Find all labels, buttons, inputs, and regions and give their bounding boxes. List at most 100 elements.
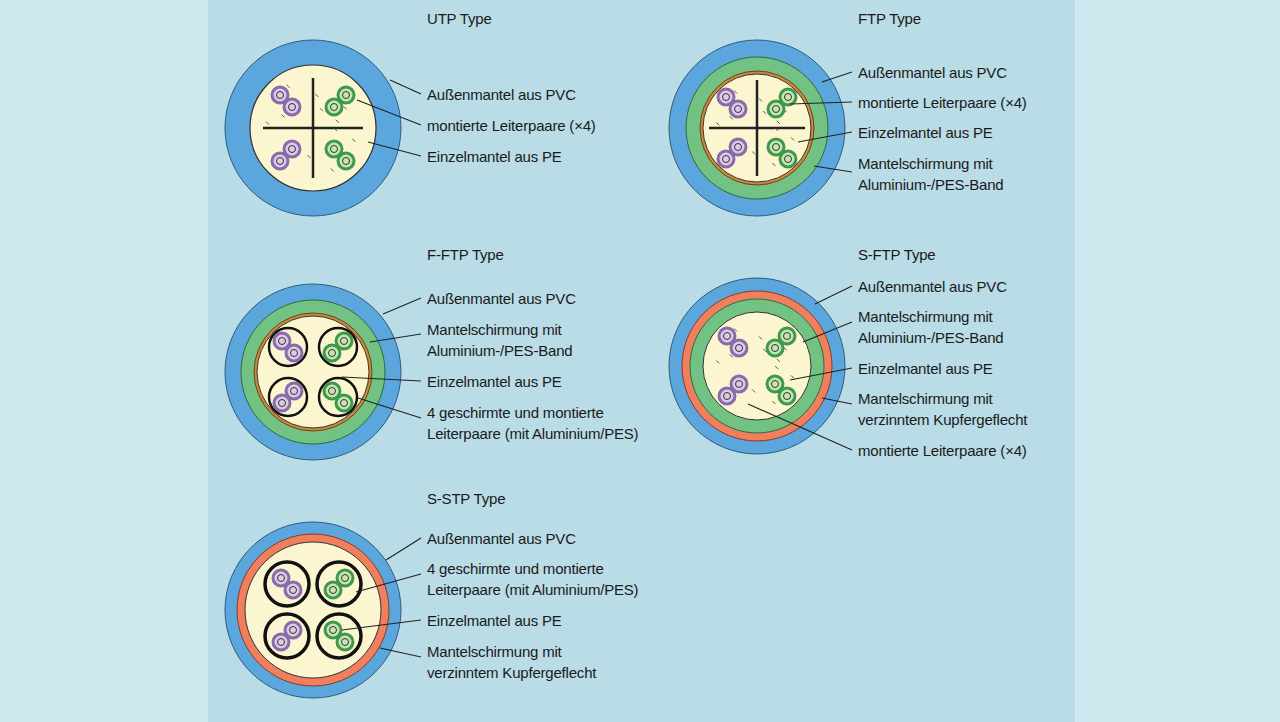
filler-strand	[759, 336, 762, 339]
filler-strand	[331, 168, 334, 171]
conductor-core	[329, 350, 336, 357]
leader-line	[357, 100, 421, 125]
conductor-core	[735, 106, 742, 113]
conductor	[285, 622, 301, 638]
cross-divider	[263, 127, 363, 130]
outer-jacket	[225, 40, 401, 216]
s-stp-cable	[225, 522, 401, 698]
conductor	[780, 89, 796, 105]
callout-label: Einzelmantel aus PE	[427, 146, 562, 167]
conductor	[284, 141, 300, 157]
filler-strand	[772, 401, 775, 404]
filler-strand	[336, 120, 339, 123]
conductor-core	[723, 156, 730, 163]
conductor	[338, 87, 354, 103]
conductor	[337, 634, 353, 650]
leader-line	[790, 102, 852, 104]
braid-shield	[682, 291, 832, 441]
leader-line	[822, 398, 852, 404]
callout-label: Außenmantel aus PVC	[427, 84, 576, 105]
leader-line	[390, 80, 421, 94]
filler-strand	[791, 137, 794, 140]
callout-label: montierte Leiterpaare (×4)	[427, 115, 596, 136]
conductor-core	[291, 388, 298, 395]
inner-core	[703, 74, 811, 182]
conductor-core	[724, 393, 731, 400]
filler-strand	[287, 85, 290, 88]
outer-jacket	[669, 40, 845, 216]
cable-heading: FTP Type	[858, 8, 921, 29]
conductor	[336, 333, 352, 349]
pair-shield	[269, 378, 307, 416]
pair-shield	[319, 378, 357, 416]
braid-shield	[237, 534, 389, 686]
filler-strand	[716, 122, 719, 125]
conductor-core	[341, 338, 348, 345]
conductor-core	[342, 575, 349, 582]
conductor	[779, 328, 795, 344]
leader-line	[790, 368, 852, 380]
filler-strand	[716, 360, 719, 363]
pair-shield	[265, 562, 309, 606]
conductor-core	[784, 333, 791, 340]
conductor-core	[330, 627, 337, 634]
conductor-core	[290, 627, 297, 634]
conductor	[730, 101, 746, 117]
conductor-core	[736, 345, 743, 352]
inner-core	[257, 316, 369, 428]
conductor-core	[331, 104, 338, 111]
conductor-core	[278, 575, 285, 582]
outer-jacket	[669, 278, 845, 454]
filler-strand	[282, 115, 285, 118]
inner-core	[245, 542, 381, 678]
foil-shield	[241, 300, 385, 444]
conductor-core	[330, 587, 337, 594]
filler-strand	[315, 94, 318, 97]
callout-label: Mantelschirmung mit Aluminium-/PES-Band	[858, 306, 1030, 348]
conductor-core	[279, 400, 286, 407]
callout-label: Außenmantel aus PVC	[427, 288, 576, 309]
filler-strand	[266, 122, 269, 125]
leader-line	[803, 322, 852, 342]
conductor-core	[736, 381, 743, 388]
conductor-core	[290, 587, 297, 594]
filler-strand	[307, 155, 310, 158]
leader-line	[356, 574, 421, 592]
leader-line	[383, 298, 421, 314]
conductor	[286, 345, 302, 361]
filler-strand	[775, 128, 778, 131]
conductor-core	[723, 94, 730, 101]
filler-strand	[320, 108, 323, 111]
inner-core	[250, 65, 376, 191]
conductor-core	[291, 350, 298, 357]
conductor-core	[343, 158, 350, 165]
callout-label: montierte Leiterpaare (×4)	[858, 440, 1027, 461]
filler-strand	[775, 366, 778, 369]
leader-line	[386, 538, 421, 560]
conductor	[780, 151, 796, 167]
callout-label: Mantelschirmung mit verzinntem Kupfergef…	[427, 641, 627, 683]
leader-line	[358, 398, 421, 418]
pair-shield	[317, 562, 361, 606]
conductor-core	[289, 104, 296, 111]
conductor-core	[342, 639, 349, 646]
callout-label: Mantelschirmung mit verzinntem Kupfergef…	[858, 388, 1058, 430]
callout-label: Außenmantel aus PVC	[858, 62, 1007, 83]
leader-line	[380, 648, 421, 657]
conductor	[338, 153, 354, 169]
conductor-core	[331, 146, 338, 153]
filler-strand	[772, 163, 775, 166]
filler-strand	[352, 139, 355, 142]
conductor	[779, 388, 795, 404]
ftp-cable	[669, 40, 845, 216]
callout-label: 4 geschirmte und montierte Leiterpaare (…	[427, 402, 667, 444]
conductor-core	[279, 338, 286, 345]
cable-heading: S-FTP Type	[858, 244, 935, 265]
conductor-core	[772, 345, 779, 352]
s-ftp-cable	[669, 278, 845, 454]
conductor-core	[277, 158, 284, 165]
filler-strand	[763, 111, 766, 114]
conductor-core	[784, 393, 791, 400]
outer-jacket	[225, 522, 401, 698]
callout-label: Einzelmantel aus PE	[858, 358, 993, 379]
